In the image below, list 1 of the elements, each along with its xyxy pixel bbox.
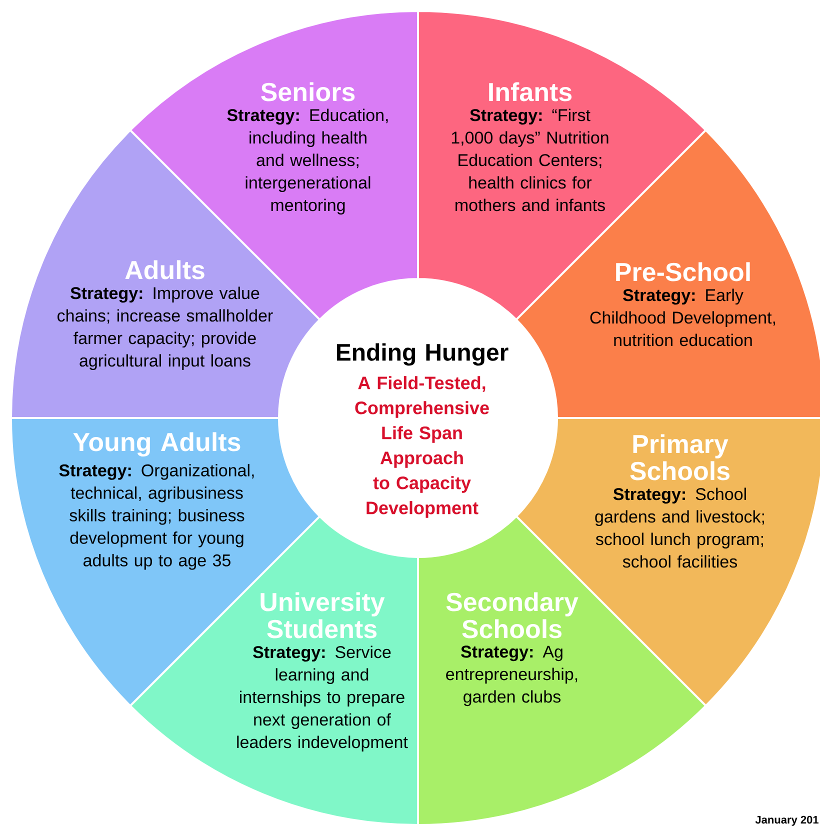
date-note: January 201 [755, 816, 818, 826]
